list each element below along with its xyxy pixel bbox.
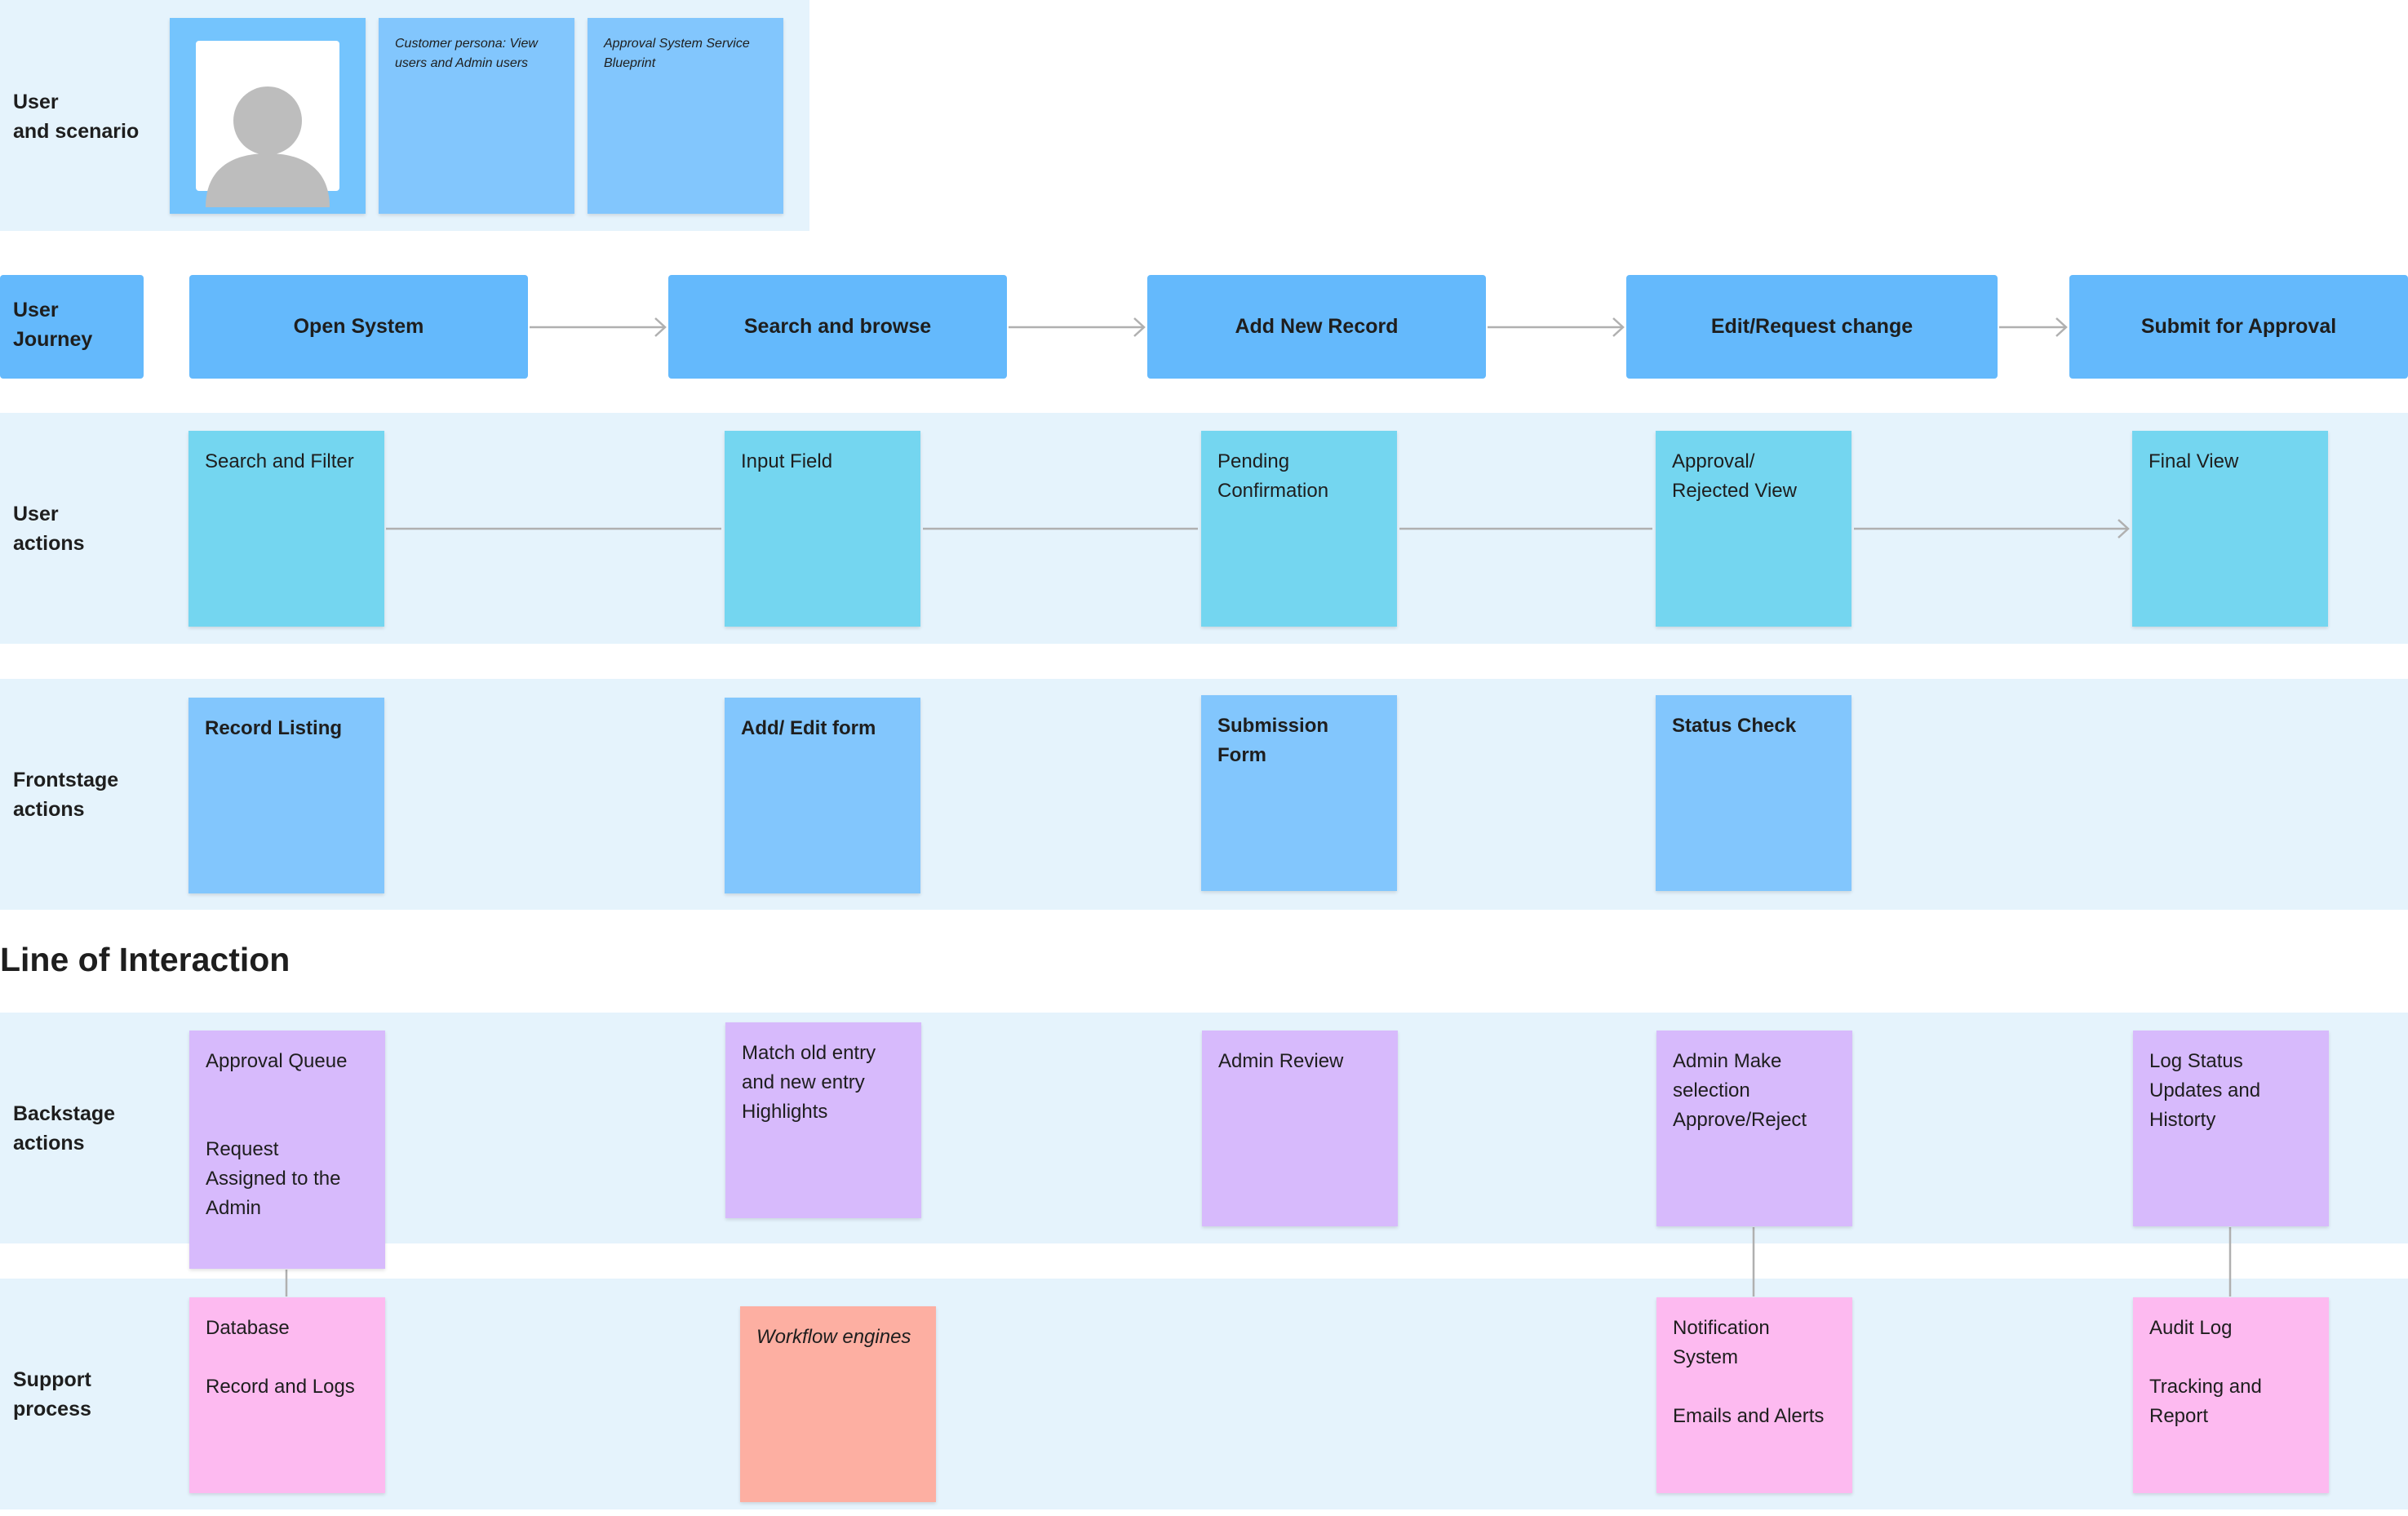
frontstage-submission-form[interactable]: Submission Form — [1201, 695, 1397, 891]
support-audit-log[interactable]: Audit Log Tracking and Report — [2133, 1297, 2329, 1493]
action-approval-rejected-view[interactable]: Approval/ Rejected View — [1656, 431, 1851, 627]
action-input-field[interactable]: Input Field — [725, 431, 920, 627]
user-avatar-icon — [206, 86, 330, 207]
persona-card[interactable] — [170, 18, 366, 214]
journey-step-search-browse[interactable]: Search and browse — [668, 275, 1007, 379]
persona-note[interactable]: Customer persona: View users and Admin u… — [379, 18, 574, 214]
backstage-admin-review[interactable]: Admin Review — [1202, 1031, 1398, 1226]
action-pending-confirmation[interactable]: Pending Confirmation — [1201, 431, 1397, 627]
lane-support — [0, 1279, 2408, 1509]
avatar-frame — [196, 41, 339, 207]
action-search-filter[interactable]: Search and Filter — [188, 431, 384, 627]
journey-step-add-record[interactable]: Add New Record — [1147, 275, 1486, 379]
frontstage-record-listing[interactable]: Record Listing — [188, 698, 384, 893]
blueprint-title-note[interactable]: Approval System Service Blueprint — [588, 18, 783, 214]
frontstage-add-edit-form[interactable]: Add/ Edit form — [725, 698, 920, 893]
action-final-view[interactable]: Final View — [2132, 431, 2328, 627]
lane-label-user-actions: User actions — [13, 503, 85, 555]
support-database[interactable]: Database Record and Logs — [189, 1297, 385, 1493]
journey-step-submit-approval[interactable]: Submit for Approval — [2069, 275, 2408, 379]
lane-label-backstage: Backstage actions — [13, 1102, 116, 1155]
lane-label-frontstage: Frontstage actions — [13, 769, 119, 821]
journey-step-edit-request[interactable]: Edit/Request change — [1626, 275, 1998, 379]
backstage-match-entries[interactable]: Match old entry and new entry Highlights — [725, 1022, 921, 1218]
backstage-admin-selection[interactable]: Admin Make selection Approve/Reject — [1656, 1031, 1852, 1226]
lane-label-user-journey: User Journey — [0, 275, 144, 379]
support-notification-system[interactable]: Notification System Emails and Alerts — [1656, 1297, 1852, 1493]
line-of-interaction-heading: Line of Interaction — [0, 941, 290, 978]
lane-label-user-scenario: User and scenario — [13, 91, 140, 143]
backstage-log-status[interactable]: Log Status Updates and Historty — [2133, 1031, 2329, 1226]
journey-step-open-system[interactable]: Open System — [189, 275, 528, 379]
support-workflow-engines[interactable]: Workflow engines — [740, 1306, 936, 1502]
lane-label-support: Support process — [13, 1368, 91, 1421]
backstage-approval-queue[interactable]: Approval Queue Request Assigned to the A… — [189, 1031, 385, 1269]
frontstage-status-check[interactable]: Status Check — [1656, 695, 1851, 891]
